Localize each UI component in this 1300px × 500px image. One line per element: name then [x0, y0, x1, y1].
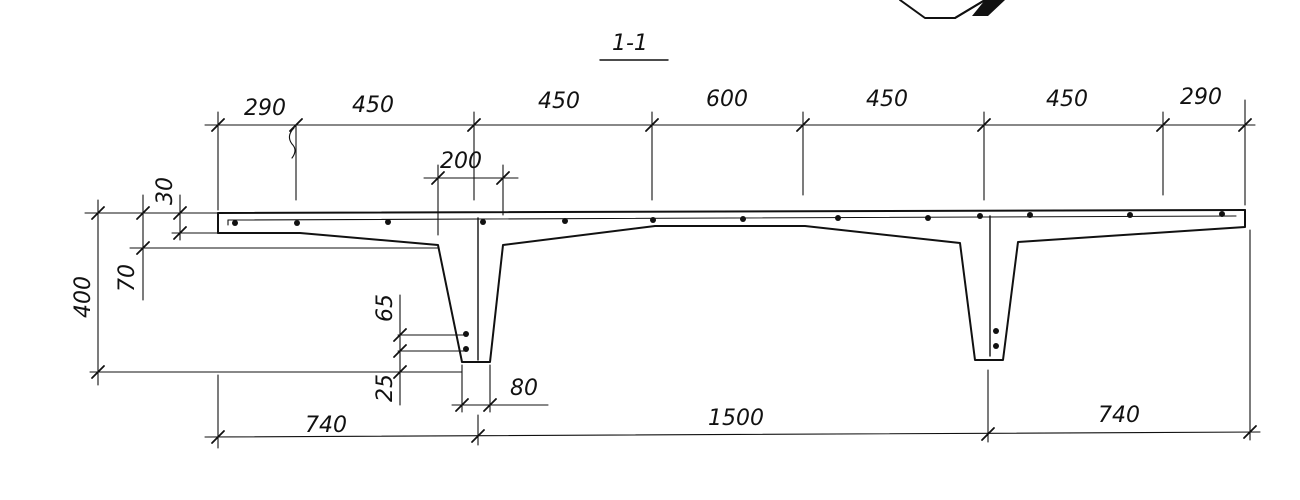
- top-dim-7: 290: [1180, 85, 1222, 110]
- flange-thickness-label: 30: [153, 177, 178, 205]
- section-label: 1-1: [612, 31, 648, 56]
- rib-top-width-dimension: [423, 164, 519, 236]
- lower-bar-cover-label: 25: [373, 374, 398, 402]
- top-dim-6: 450: [1046, 87, 1088, 112]
- left-height-dimensions: [84, 194, 463, 386]
- top-dim-2: 450: [352, 93, 394, 118]
- upper-bar-spacing-label: 65: [373, 294, 398, 322]
- top-dim-1: 290: [244, 96, 286, 121]
- rib-bottom-dimensions: [393, 294, 549, 413]
- rebar-dots: [232, 211, 1225, 352]
- top-dim-3: 450: [538, 89, 580, 114]
- top-dim-5: 450: [866, 87, 908, 112]
- bottom-dim-right: 740: [1098, 403, 1140, 428]
- rib-bottom-width-label: 80: [510, 376, 538, 401]
- top-dim-4: 600: [706, 87, 748, 112]
- bottom-dim-center: 1500: [708, 406, 764, 431]
- beam-outline: [217, 209, 1246, 363]
- total-height-label: 400: [71, 276, 96, 318]
- isometric-fragment: [899, 0, 1005, 19]
- bottom-dimension-chain: [204, 229, 1261, 449]
- top-dimension-chain: [204, 99, 1256, 211]
- haunch-height-label: 70: [115, 264, 140, 292]
- rib-top-width-label: 200: [440, 149, 482, 174]
- bottom-dim-left: 740: [305, 413, 347, 438]
